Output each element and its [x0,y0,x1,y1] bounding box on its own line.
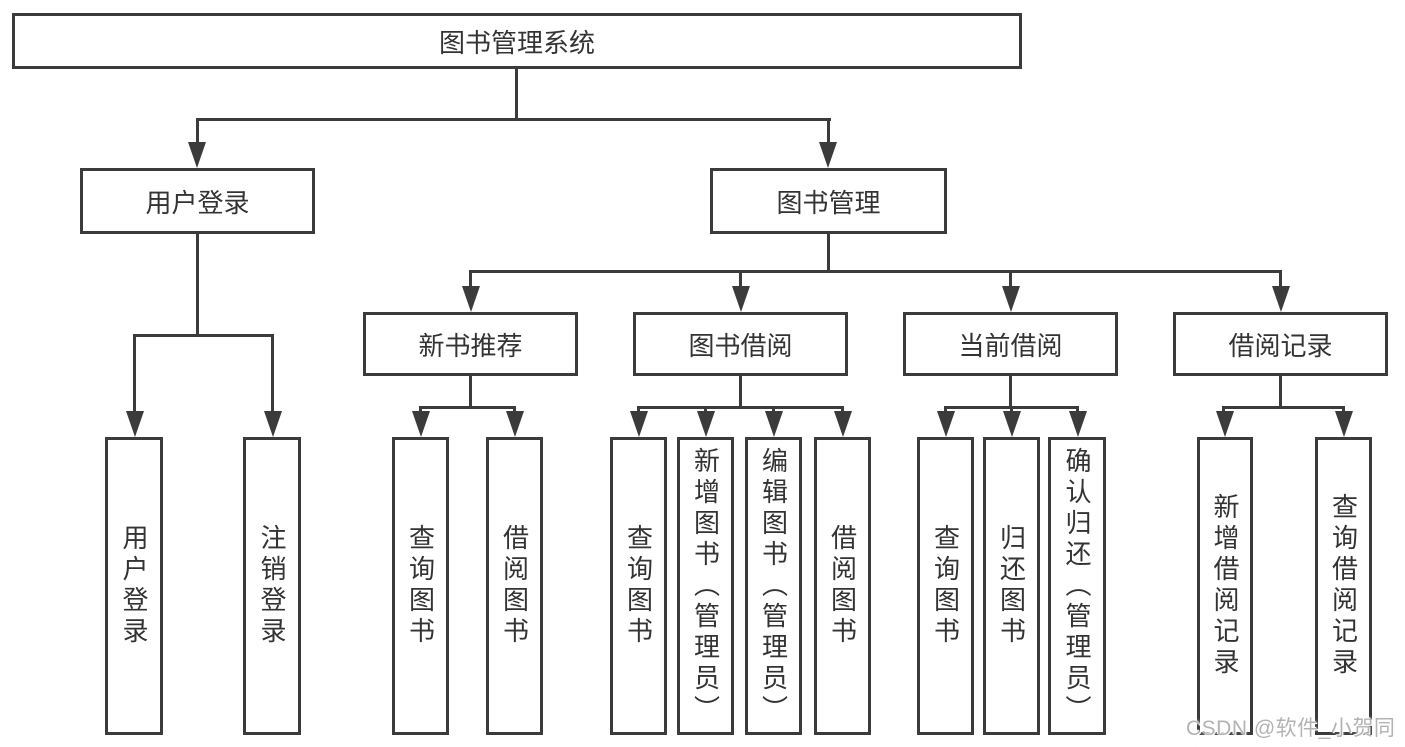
leaf-cb-query-books: 查询图书 [917,437,974,735]
arrow-cb-query [937,411,955,437]
connector-drop-book-management [827,118,830,146]
leaf-bb-add-books-admin: 新增图书（管理员） [677,437,734,735]
arrow-bb-query [630,411,648,437]
leaf-bb-edit-books-admin: 编辑图书（管理员） [745,437,802,735]
connector-drop-borrow-records [1279,270,1282,288]
connector-drop-br-add [1222,406,1225,415]
leaf-nb-borrow-books-label: 借阅图书 [499,524,530,648]
connector-drop-nb-query [419,406,422,415]
leaf-nb-borrow-books: 借阅图书 [486,437,543,735]
leaf-cb-query-books-label: 查询图书 [930,524,961,648]
connector-drop-login [133,334,136,413]
node-book-borrow-label: 图书借阅 [688,330,793,361]
connector-drop-new-book-recommend [469,270,472,288]
connector-drop-user-login [196,118,199,146]
leaf-user-login: 用户登录 [105,437,163,735]
leaf-bb-edit-books-admin-label: 编辑图书（管理员） [758,446,789,726]
arrow-bb-borrow [834,411,852,437]
connector-drop-br-query [1342,406,1345,415]
arrow-borrow-records [1272,286,1290,312]
leaf-cb-return-books-label: 归还图书 [996,524,1027,648]
leaf-nb-query-books: 查询图书 [392,437,449,735]
connector-drop-current-borrow [1009,270,1012,288]
connector-level2-rail [196,118,831,121]
leaf-cb-confirm-return-admin-label: 确认归还（管理员） [1062,446,1092,726]
leaf-br-query-record: 查询借阅记录 [1315,437,1372,735]
connector-new-book-recommend-rail [419,406,516,409]
arrow-cb-return [1003,411,1021,437]
connector-drop-book-borrow [739,270,742,288]
leaf-logout-login-label: 注销登录 [257,524,287,648]
node-book-management: 图书管理 [710,168,947,234]
connector-drop-bb-add [704,406,707,415]
node-root: 图书管理系统 [12,13,1022,69]
csdn-watermark: CSDN @软件_小贺同学 [1186,717,1396,740]
node-user-login-label: 用户登录 [145,187,250,218]
connector-user-login-rail [133,334,274,337]
leaf-br-query-record-label: 查询借阅记录 [1328,493,1359,679]
node-book-management-label: 图书管理 [776,187,881,218]
connector-user-login-stem [196,232,199,336]
arrow-new-book-recommend [462,286,480,312]
node-root-label: 图书管理系统 [438,27,595,58]
arrow-br-add [1216,411,1234,437]
connector-drop-cb-confirm [1076,406,1079,415]
node-current-borrow-label: 当前借阅 [958,330,1063,361]
leaf-user-login-label: 用户登录 [119,524,149,648]
leaf-br-add-record-label: 新增借阅记录 [1210,493,1240,679]
connector-borrow-records-rail [1222,406,1345,409]
connector-drop-logout [271,334,274,413]
arrow-bb-edit [765,411,783,437]
leaf-cb-confirm-return-admin: 确认归还（管理员） [1048,437,1106,735]
connector-book-management-stem [827,232,830,272]
arrow-book-management [819,142,837,168]
connector-book-borrow-rail [637,406,844,409]
connector-drop-bb-edit [772,406,775,415]
leaf-nb-query-books-label: 查询图书 [405,524,436,648]
arrow-nb-query [412,411,430,437]
arrow-user-login [188,142,206,168]
node-book-borrow: 图书借阅 [633,312,848,376]
connector-book-borrow-stem [739,374,742,409]
connector-drop-bb-borrow [841,406,844,415]
node-borrow-records-label: 借阅记录 [1228,330,1333,361]
connector-current-borrow-stem [1009,374,1012,409]
leaf-logout-login: 注销登录 [243,437,301,735]
arrow-logout [264,411,282,437]
connector-level3-rail [469,270,1282,273]
arrow-book-borrow [732,286,750,312]
arrow-cb-confirm [1069,411,1087,437]
leaf-cb-return-books: 归还图书 [983,437,1040,735]
node-user-login: 用户登录 [80,168,315,234]
arrow-bb-add [697,411,715,437]
arrow-current-borrow [1002,286,1020,312]
connector-drop-cb-query [944,406,947,415]
connector-drop-cb-return [1010,406,1013,415]
connector-borrow-records-stem [1279,374,1282,409]
arrow-nb-borrow [506,411,524,437]
leaf-bb-borrow-books-label: 借阅图书 [827,524,858,648]
connector-drop-nb-borrow [513,406,516,415]
node-current-borrow: 当前借阅 [903,312,1118,376]
leaf-bb-query-books-label: 查询图书 [623,524,654,648]
node-borrow-records: 借阅记录 [1173,312,1388,376]
node-new-book-recommend-label: 新书推荐 [418,330,523,361]
connector-drop-bb-query [637,406,640,415]
arrow-br-query [1335,411,1353,437]
connector-root-stem [515,66,518,120]
leaf-bb-query-books: 查询图书 [610,437,667,735]
leaf-bb-borrow-books: 借阅图书 [814,437,871,735]
node-new-book-recommend: 新书推荐 [363,312,578,376]
connector-new-book-recommend-stem [469,374,472,409]
leaf-br-add-record: 新增借阅记录 [1197,437,1253,735]
arrow-login [126,411,144,437]
leaf-bb-add-books-admin-label: 新增图书（管理员） [690,446,721,726]
